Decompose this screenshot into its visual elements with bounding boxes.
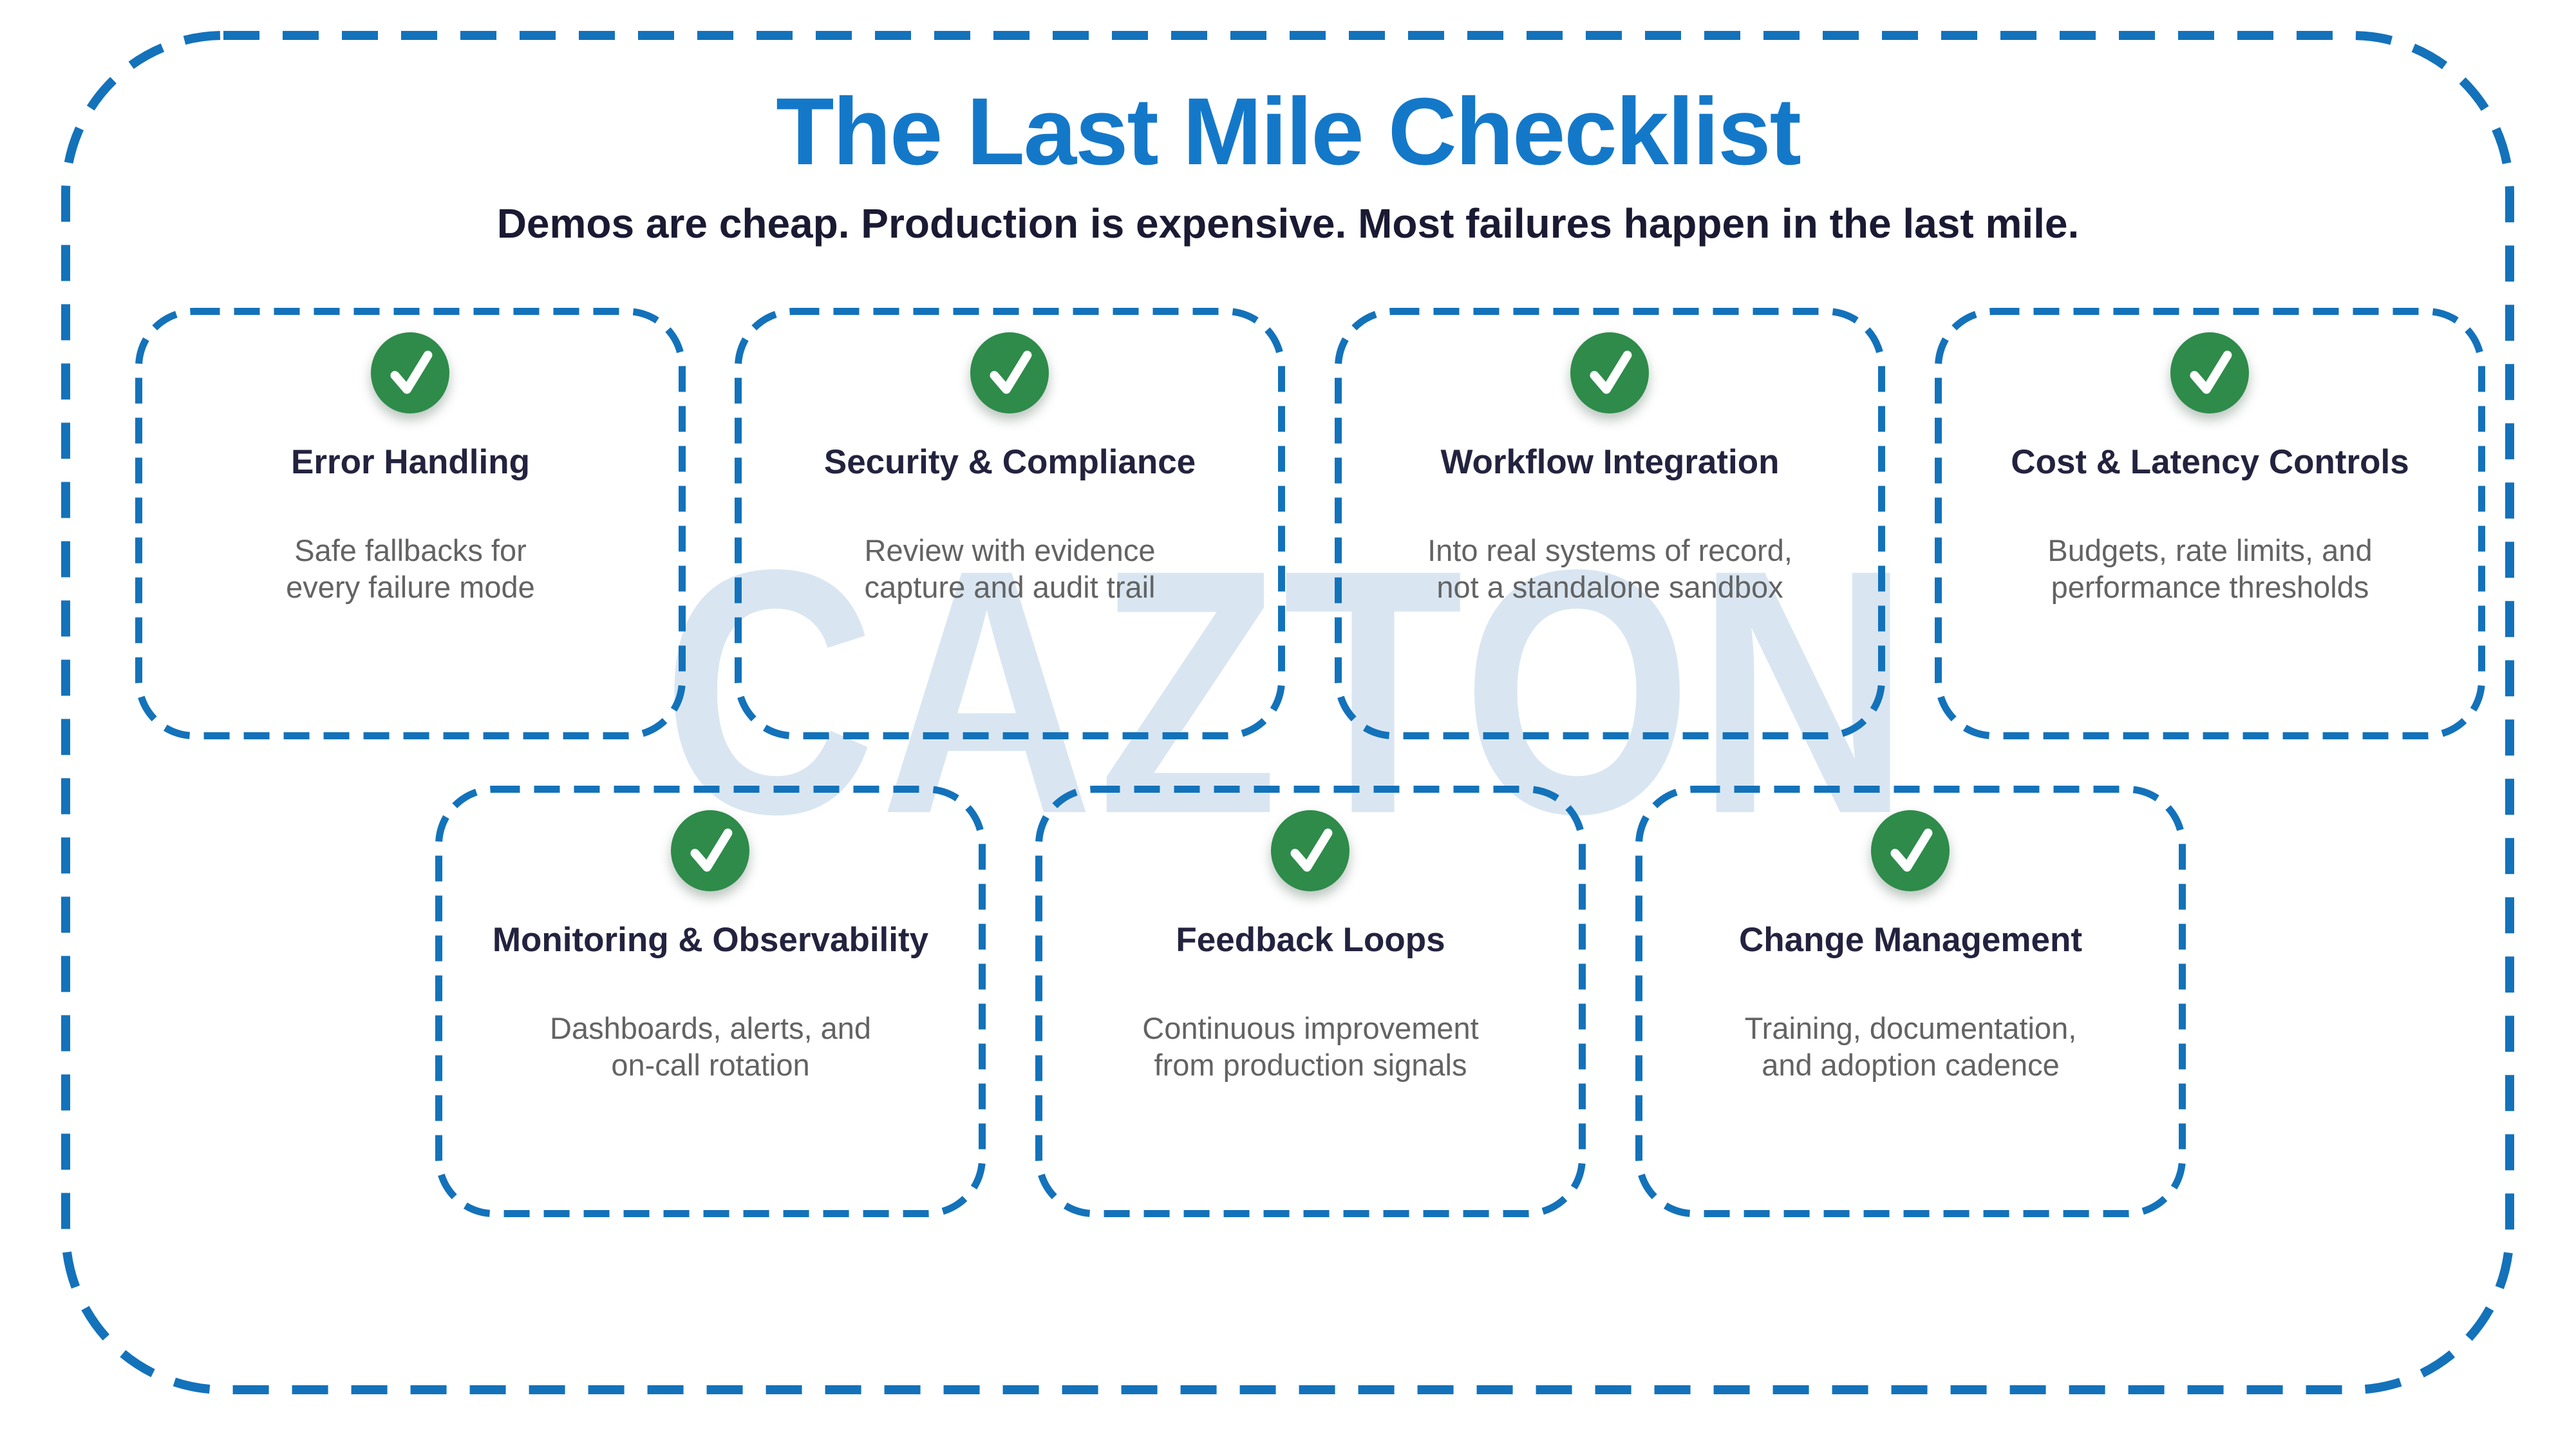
card-monitoring-observability: Monitoring & Observability Dashboards, a… xyxy=(435,786,986,1217)
card-change-management: Change Management Training, documentatio… xyxy=(1635,786,2186,1217)
page-title: The Last Mile Checklist xyxy=(776,79,1801,185)
card-description: Into real systems of record, not a stand… xyxy=(1427,533,1792,604)
checkmark-icon xyxy=(2190,350,2232,394)
card-workflow-integration: Workflow Integration Into real systems o… xyxy=(1335,308,1885,739)
check-circle xyxy=(1871,810,1950,891)
card-dashed-border xyxy=(735,308,1285,739)
card-description: Review with evidence capture and audit t… xyxy=(864,533,1156,604)
card-dashed-border xyxy=(1035,786,1586,1217)
check-circle xyxy=(1570,332,1649,413)
checkmark-icon xyxy=(1590,350,1632,394)
check-circle xyxy=(371,332,449,413)
card-feedback-loops: Feedback Loops Continuous improvement fr… xyxy=(1035,786,1586,1217)
check-circle xyxy=(671,810,749,891)
checkmark-icon xyxy=(690,828,733,872)
card-title: Error Handling xyxy=(290,443,531,481)
card-title: Change Management xyxy=(1738,921,2083,959)
check-circle xyxy=(2170,332,2249,413)
card-dashed-border xyxy=(435,786,986,1217)
card-title: Cost & Latency Controls xyxy=(2011,443,2409,481)
card-dashed-border xyxy=(135,308,686,739)
card-title: Feedback Loops xyxy=(1176,921,1445,959)
checkmark-icon xyxy=(990,350,1032,394)
check-circle xyxy=(970,332,1049,413)
card-description: Training, documentation, and adoption ca… xyxy=(1744,1011,2077,1082)
card-dashed-border xyxy=(1635,786,2186,1217)
card-title: Workflow Integration xyxy=(1440,443,1780,481)
page-subtitle: Demos are cheap. Production is expensive… xyxy=(496,200,2080,247)
card-dashed-border xyxy=(1335,308,1885,739)
card-description: Budgets, rate limits, and performance th… xyxy=(2047,533,2373,604)
card-cost-latency-controls: Cost & Latency Controls Budgets, rate li… xyxy=(1935,308,2485,739)
card-title: Security & Compliance xyxy=(823,443,1196,481)
checkmark-icon xyxy=(1890,828,1933,872)
card-dashed-border xyxy=(1935,308,2485,739)
card-description: Continuous improvement from production s… xyxy=(1142,1011,1479,1082)
card-error-handling: Error Handling Safe fallbacks for every … xyxy=(135,308,686,739)
card-title: Monitoring & Observability xyxy=(492,921,929,959)
checkmark-icon xyxy=(390,350,433,394)
card-security-compliance: Security & Compliance Review with eviden… xyxy=(735,308,1285,739)
card-description: Safe fallbacks for every failure mode xyxy=(286,533,535,604)
checkmark-icon xyxy=(1290,828,1333,872)
check-circle xyxy=(1271,810,1349,891)
card-description: Dashboards, alerts, and on-call rotation xyxy=(549,1011,871,1082)
